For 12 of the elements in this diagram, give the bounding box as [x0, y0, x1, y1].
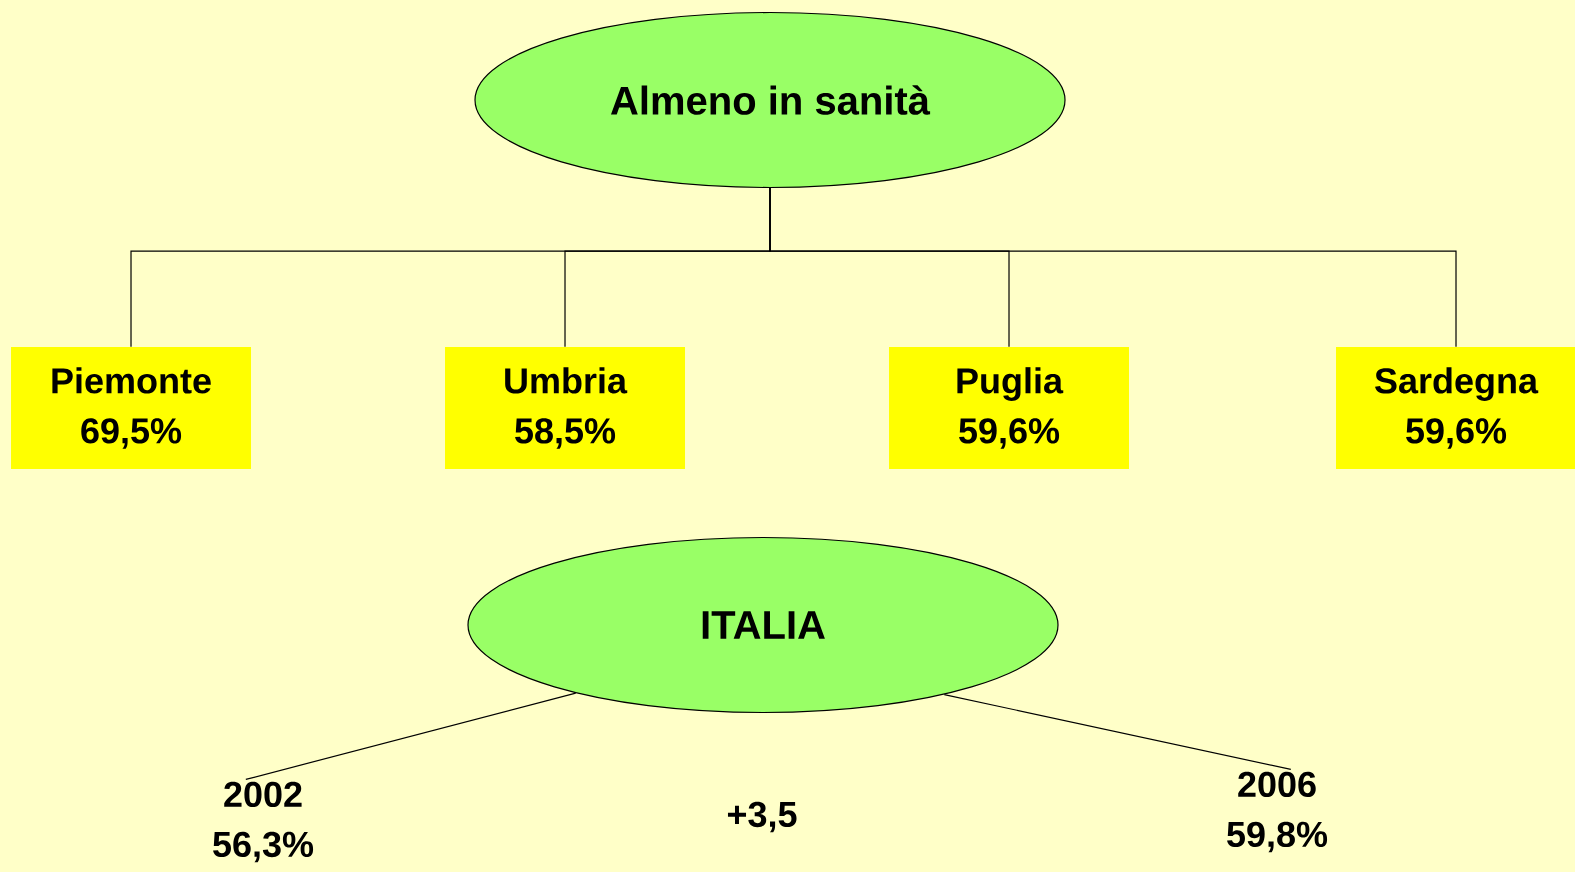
ellipse-node: Almeno in sanità — [474, 11, 1066, 189]
difference-label: +3,5 — [728, 801, 797, 833]
year-value-text: 2002 56,3% — [213, 781, 314, 863]
region-box: Sardegna 59,6% — [1336, 347, 1575, 469]
ellipse-node: ITALIA — [467, 536, 1059, 714]
year-value-text: 2006 59,8% — [1227, 771, 1328, 853]
connector-line — [245, 692, 577, 781]
connector-line — [769, 187, 1457, 348]
connector-line — [943, 694, 1292, 771]
region-box: Umbria 58,5% — [445, 347, 685, 469]
region-box: Piemonte 69,5% — [11, 347, 251, 469]
region-box: Puglia 59,6% — [889, 347, 1129, 469]
